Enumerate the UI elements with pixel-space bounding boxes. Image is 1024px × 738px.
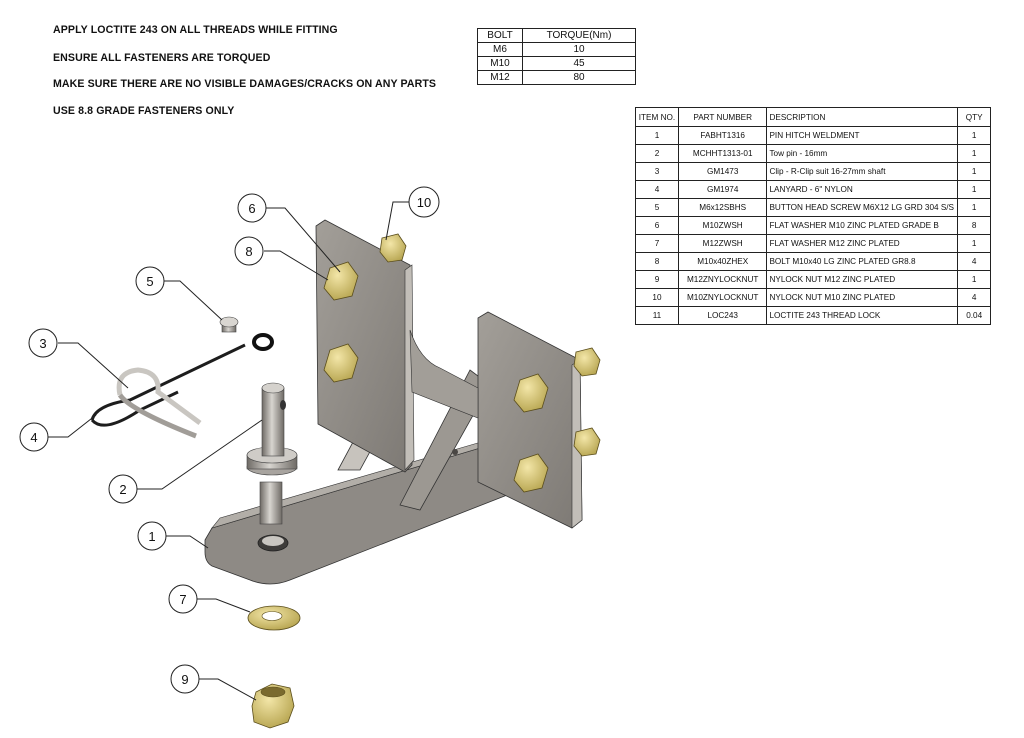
leader-8 (264, 250, 329, 281)
bom-description: BOLT M10x40 LG ZINC PLATED GR8.8 (766, 252, 959, 271)
balloon-label: 9 (181, 672, 188, 687)
bolt-head (323, 343, 359, 383)
torque-value: 80 (522, 70, 636, 85)
leader-2 (137, 419, 263, 490)
leader-5 (164, 280, 223, 321)
bom-item-no: 11 (635, 306, 679, 325)
r-clip-and-lanyard (90, 333, 274, 439)
leader-4 (48, 414, 97, 438)
nylock-nut-m12 (251, 683, 295, 729)
leader-7 (197, 598, 251, 613)
pin-hole-rim (262, 536, 284, 546)
bom-qty: 0.04 (957, 306, 991, 325)
r-clip (116, 367, 202, 426)
note-grade: USE 8.8 GRADE FASTENERS ONLY (53, 105, 235, 117)
balloon-label: 10 (417, 195, 431, 210)
leader-lines (48, 201, 409, 701)
balloon-3: 3 (28, 328, 58, 358)
balloon-label: 1 (148, 529, 155, 544)
flat-washer (247, 605, 301, 631)
pin-hitch-weldment (204, 219, 583, 585)
bolts-and-nuts (323, 233, 601, 493)
base-plate (204, 447, 521, 585)
bom-item-no: 2 (635, 144, 679, 163)
bom-header-item: ITEM NO. (635, 107, 679, 127)
leader-3 (58, 342, 129, 389)
bom-part-number: LOC243 (677, 306, 768, 325)
balloon-5: 5 (135, 266, 165, 296)
bolt-head (513, 373, 549, 413)
torque-table: BOLT TORQUE(Nm) M6 10 M10 45 M12 80 (477, 28, 636, 85)
balloon-7: 7 (168, 584, 198, 614)
balloon-6: 6 (237, 193, 267, 223)
balloon-9: 9 (170, 664, 200, 694)
balloon-4: 4 (19, 422, 49, 452)
leader-6 (266, 207, 341, 273)
torque-row: M12 80 (477, 70, 636, 85)
channel-bend (409, 329, 479, 419)
left-mount-plate-edge (404, 264, 415, 471)
bom-item-no: 3 (635, 162, 679, 181)
balloon-label: 7 (179, 592, 186, 607)
nylock-nut (379, 233, 407, 263)
balloon-label: 2 (119, 482, 126, 497)
bolt-head (323, 261, 359, 301)
note-loctite: APPLY LOCTITE 243 ON ALL THREADS WHILE F… (53, 24, 338, 36)
leader-1 (162, 535, 209, 549)
balloon-1: 1 (137, 521, 167, 551)
r-clip (117, 393, 197, 439)
nylock-nut (573, 347, 601, 377)
note-damage: MAKE SURE THERE ARE NO VISIBLE DAMAGES/C… (53, 78, 437, 90)
note-torque: ENSURE ALL FASTENERS ARE TORQUED (53, 52, 271, 64)
balloon-label: 4 (30, 430, 37, 445)
torque-row: M10 45 (477, 56, 636, 71)
torque-header-row: BOLT TORQUE(Nm) (477, 28, 636, 43)
lanyard (90, 343, 246, 421)
lanyard-ring (252, 333, 274, 351)
balloon-label: 8 (245, 244, 252, 259)
nylock-nut (573, 427, 601, 457)
leader-9 (199, 678, 257, 701)
balloon-label: 6 (248, 201, 255, 216)
balloon-10: 10 (408, 186, 440, 218)
bom-description: LOCTITE 243 THREAD LOCK (766, 306, 959, 325)
balloon-8: 8 (234, 236, 264, 266)
bom-header-qty: QTY (957, 107, 991, 127)
tow-pin (246, 382, 298, 525)
balloon-label: 5 (146, 274, 153, 289)
button-head-screw (219, 316, 239, 333)
balloon-label: 3 (39, 336, 46, 351)
bolt-head (513, 453, 549, 493)
gusset-hole (452, 449, 458, 455)
leader-10 (385, 201, 409, 241)
balloon-2: 2 (108, 474, 138, 504)
